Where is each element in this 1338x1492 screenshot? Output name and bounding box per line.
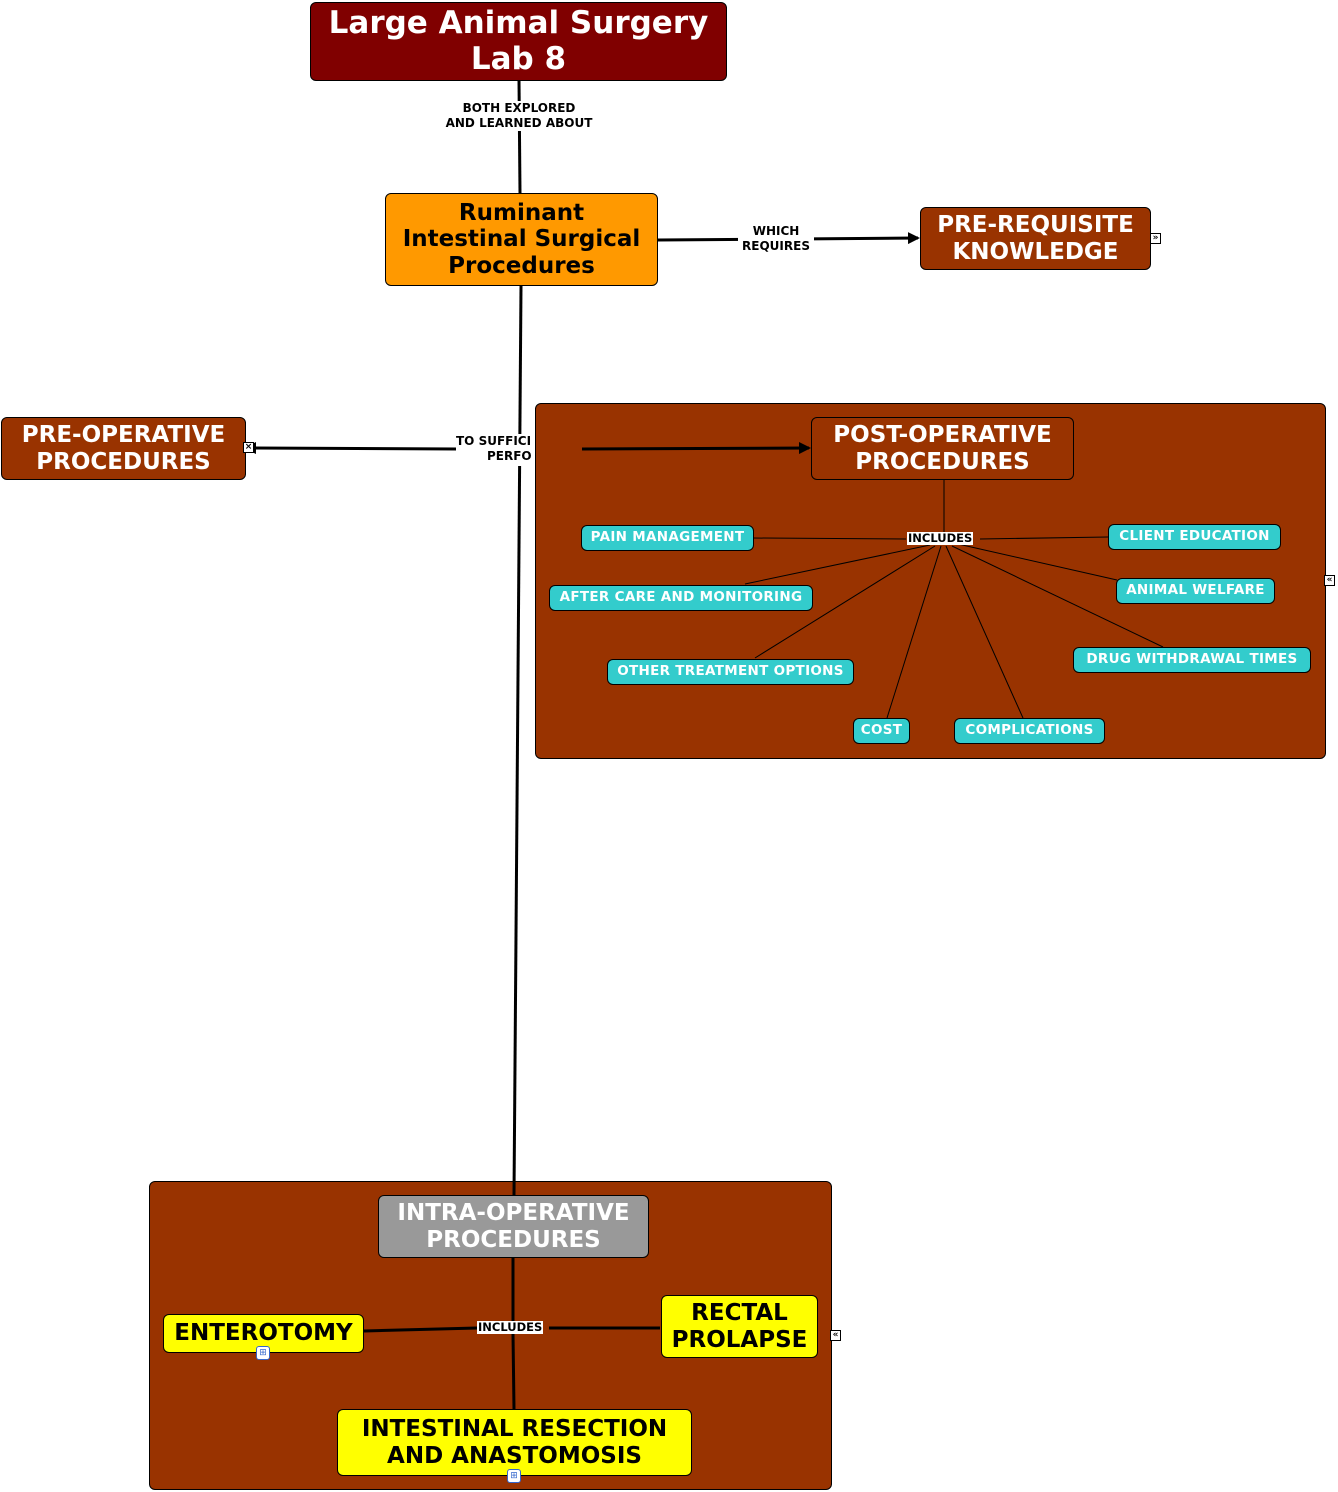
link-includes-enterotomy (363, 1326, 478, 1333)
link-label-both-explored: BOTH EXPLORED AND LEARNED ABOUT (440, 101, 598, 131)
client-education-node[interactable]: CLIENT EDUCATION (1108, 524, 1281, 550)
link-includes-complications (945, 545, 1024, 719)
close-icon[interactable]: × (243, 442, 254, 453)
link-label-which-requires-line2: REQUIRES (742, 239, 810, 253)
map-title-line1: Large Animal Surgery (328, 4, 709, 41)
intraop-line2: PROCEDURES (426, 1226, 601, 1253)
preop-line1: PRE-OPERATIVE (21, 422, 226, 449)
link-label-which-requires-line1: WHICH (752, 224, 800, 238)
rectal-prolapse-node[interactable]: RECTAL PROLAPSE (661, 1295, 818, 1358)
rectal-line2: PROLAPSE (671, 1326, 808, 1353)
intestinal-resection-anastomosis-node[interactable]: INTESTINAL RESECTION AND ANASTOMOSIS (337, 1409, 692, 1476)
link-label-which-requires: WHICH REQUIRES (738, 224, 814, 254)
intra-operative-procedures-node[interactable]: INTRA-OPERATIVE PROCEDURES (378, 1195, 649, 1258)
concept-map-resource-icon[interactable]: ⊞ (256, 1346, 270, 1360)
animal-welfare-node[interactable]: ANIMAL WELFARE (1116, 578, 1275, 604)
includes-intra-label: INCLUDES (477, 1320, 544, 1334)
ruminant-line1: Ruminant (458, 199, 585, 226)
link-to-preop (244, 442, 459, 455)
link-includes-client (979, 536, 1109, 540)
resection-line2: AND ANASTOMOSIS (387, 1442, 642, 1469)
drug-withdrawal-times-node[interactable]: DRUG WITHDRAWAL TIMES (1073, 647, 1311, 673)
post-operative-procedures-node[interactable]: POST-OPERATIVE PROCEDURES (811, 417, 1074, 480)
link-includes-drug (951, 545, 1164, 648)
cost-node[interactable]: COST (853, 718, 910, 744)
pre-requisite-knowledge-node[interactable]: PRE-REQUISITE KNOWLEDGE (920, 207, 1151, 270)
ruminant-line2: Intestinal Surgical (402, 226, 641, 253)
link-title-ruminant (517, 79, 522, 194)
pre-operative-procedures-node[interactable]: PRE-OPERATIVE PROCEDURES (1, 417, 246, 480)
prereq-line2: KNOWLEDGE (952, 238, 1119, 265)
link-label-both-explored-line2: AND LEARNED ABOUT (445, 116, 593, 130)
concept-map-resource-icon[interactable]: ⊞ (507, 1469, 521, 1483)
ruminant-line3: Procedures (448, 252, 595, 279)
postop-line1: POST-OPERATIVE (833, 422, 1052, 449)
link-includes-pain (752, 537, 907, 540)
preop-line2: PROCEDURES (36, 448, 211, 475)
collapse-icon[interactable]: « (1324, 575, 1335, 586)
link-label-to-suffici: TO SUFFICI PERFO (456, 434, 535, 466)
link-includes-aftercare (744, 544, 931, 585)
link-includes-other (754, 545, 936, 659)
link-includes-welfare (957, 543, 1118, 581)
link-ruminant-intra (512, 285, 523, 1196)
link-label-both-explored-line1: BOTH EXPLORED (462, 101, 576, 115)
link-to-postop (581, 442, 811, 455)
intraop-line1: INTRA-OPERATIVE (397, 1200, 630, 1227)
includes-post-label: INCLUDES (907, 531, 974, 545)
ruminant-intestinal-surgical-procedures-node[interactable]: Ruminant Intestinal Surgical Procedures (385, 193, 658, 286)
collapse-icon[interactable]: « (830, 1330, 841, 1341)
link-includes-cost (886, 545, 942, 719)
other-treatment-options-node[interactable]: OTHER TREATMENT OPTIONS (607, 659, 854, 685)
prereq-line1: PRE-REQUISITE (937, 212, 1134, 239)
link-label-to-suffici-line1: TO SUFFICI (456, 434, 532, 448)
map-title-line2: Lab 8 (470, 40, 567, 77)
after-care-monitoring-node[interactable]: AFTER CARE AND MONITORING (549, 585, 813, 611)
link-includes-resection (511, 1333, 516, 1410)
rectal-line1: RECTAL (691, 1300, 788, 1327)
resection-line1: INTESTINAL RESECTION (361, 1416, 668, 1443)
expand-icon[interactable]: » (1150, 233, 1161, 244)
postop-line2: PROCEDURES (855, 448, 1030, 475)
complications-node[interactable]: COMPLICATIONS (954, 718, 1105, 744)
map-title-node[interactable]: Large Animal Surgery Lab 8 (310, 2, 727, 81)
link-label-perfo-line2: PERFO (487, 449, 532, 463)
pain-management-node[interactable]: PAIN MANAGEMENT (581, 525, 754, 551)
